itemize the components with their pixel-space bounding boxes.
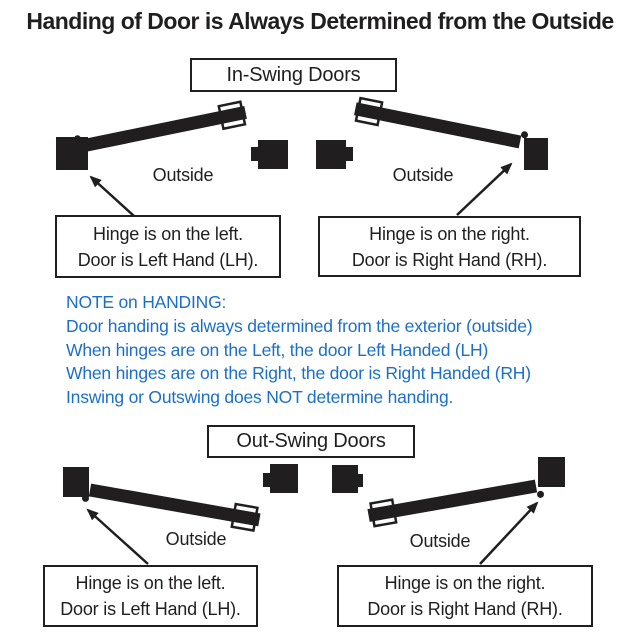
- caption-out-swing-right: Hinge is on the right. Door is Right Han…: [337, 565, 593, 627]
- hinge-pivot-icon: [537, 490, 545, 498]
- door-handle-icon: [354, 96, 384, 127]
- door-slab: [367, 479, 538, 522]
- caption-out-swing-left: Hinge is on the left. Door is Left Hand …: [43, 565, 258, 627]
- note-line: When hinges are on the Right, the door i…: [66, 363, 531, 384]
- outside-label-in-swing-left: Outside: [152, 165, 214, 185]
- caption-line: Door is Right Hand (RH).: [351, 249, 548, 270]
- caption-line: Door is Left Hand (LH).: [60, 599, 241, 619]
- section-label-out-swing: Out-Swing Doors: [207, 425, 415, 458]
- out-swing-left-door-diagram: [63, 464, 298, 565]
- caption-line: Hinge is on the right.: [384, 573, 546, 593]
- latch-jamb-post: [332, 465, 358, 493]
- outside-label-out-swing-right: Outside: [409, 531, 471, 551]
- hinge-pointer-arrow: [86, 508, 149, 565]
- door-leaf: [354, 96, 529, 149]
- in-swing-left-door-diagram: [56, 100, 288, 217]
- hinge-jamb-post: [538, 457, 565, 487]
- hinge-pivot-icon: [81, 494, 89, 502]
- caption-in-swing-right: Hinge is on the right. Door is Right Han…: [318, 216, 581, 277]
- outside-label-in-swing-right: Outside: [392, 165, 454, 185]
- latch-jamb-post: [270, 464, 298, 493]
- hinge-pivot-icon: [73, 135, 81, 143]
- hinge-pointer-arrow: [456, 162, 513, 216]
- hinge-pointer-arrow: [89, 175, 135, 217]
- door-leaf: [81, 483, 261, 532]
- note-line: Inswing or Outswing does NOT determine h…: [66, 387, 454, 408]
- handing-note: NOTE on HANDING: Door handing is always …: [66, 291, 533, 410]
- caption-line: Hinge is on the left.: [93, 223, 243, 244]
- note-line: Door handing is always determined from t…: [66, 315, 533, 336]
- note-heading: NOTE on HANDING:: [66, 292, 227, 312]
- out-swing-right-door-diagram: [332, 457, 565, 565]
- section-label-text: In-Swing Doors: [226, 63, 361, 86]
- caption-line: Door is Left Hand (LH).: [77, 249, 259, 270]
- door-handle-icon: [230, 502, 259, 532]
- latch-jamb-post: [258, 140, 288, 169]
- door-stop-notch: [355, 474, 363, 487]
- door-stop-notch: [345, 147, 353, 161]
- hinge-pointer-arrow: [479, 501, 539, 565]
- page-title: Handing of Door is Always Determined fro…: [26, 8, 614, 34]
- door-handle-icon: [369, 498, 398, 528]
- caption-line: Hinge is on the right.: [369, 223, 530, 244]
- in-swing-right-door-diagram: [316, 96, 548, 216]
- hinge-jamb-post: [63, 467, 89, 497]
- outside-label-out-swing-left: Outside: [165, 529, 227, 549]
- caption-in-swing-left: Hinge is on the left. Door is Left Hand …: [55, 215, 281, 278]
- caption-line: Door is Right Hand (RH).: [367, 599, 563, 619]
- door-leaf: [73, 100, 247, 153]
- door-slab: [80, 106, 247, 153]
- note-line: When hinges are on the Left, the door Le…: [66, 339, 489, 360]
- latch-jamb-post: [316, 140, 346, 169]
- door-slab: [354, 102, 522, 149]
- section-label-in-swing: In-Swing Doors: [190, 58, 397, 92]
- caption-line: Hinge is on the left.: [75, 573, 226, 593]
- door-stop-notch: [263, 473, 271, 487]
- hinge-pivot-icon: [521, 131, 529, 139]
- hinge-jamb-post: [524, 138, 548, 170]
- door-stop-notch: [251, 147, 259, 161]
- door-handle-icon: [217, 100, 247, 131]
- door-slab: [88, 483, 261, 527]
- door-leaf: [367, 479, 545, 528]
- section-label-text: Out-Swing Doors: [236, 430, 386, 452]
